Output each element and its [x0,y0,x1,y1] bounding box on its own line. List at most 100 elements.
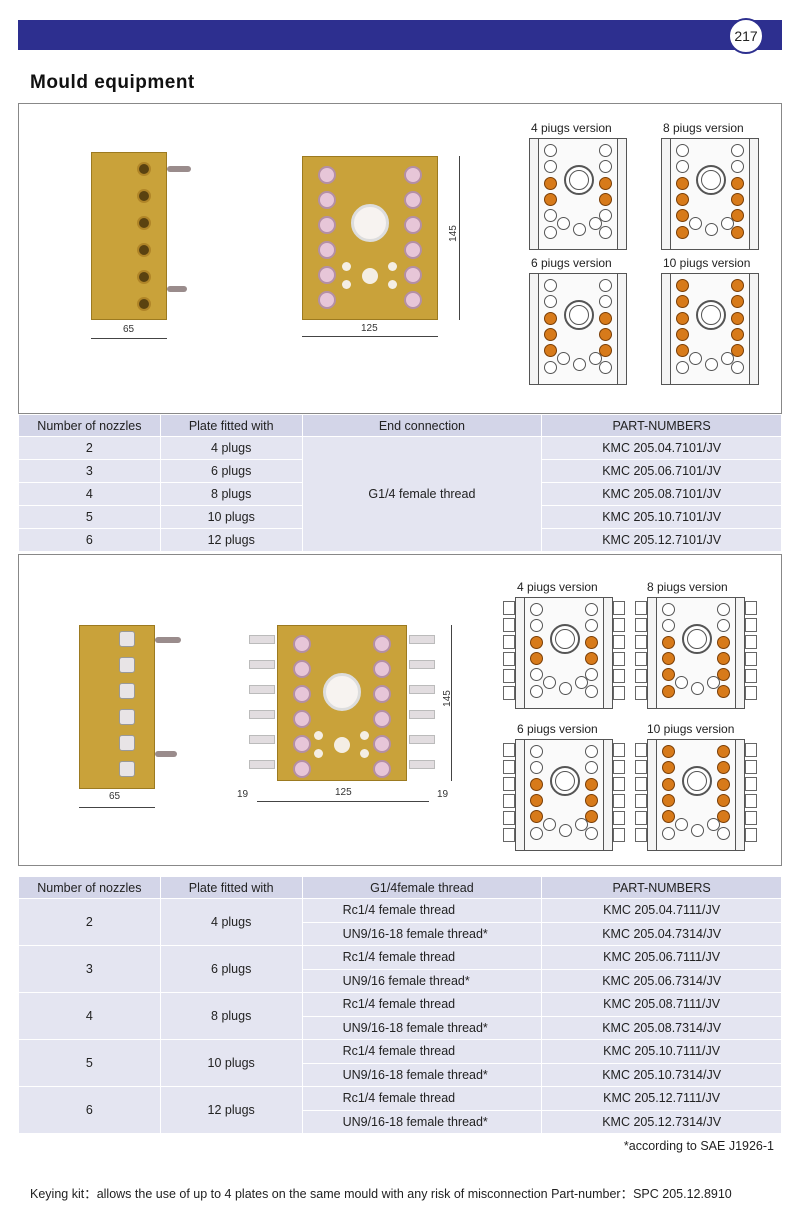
table-cell: KMC 205.10.7111/JV [541,1039,782,1064]
hex-fitting [119,709,135,725]
plug-active [544,176,557,190]
plug-slot [544,225,557,239]
hole [360,731,369,740]
fin [613,635,625,649]
table-row: UN9/16-18 female thread*KMC 205.10.7314/… [19,1062,782,1087]
plug-slot [676,144,689,157]
plug [293,685,311,703]
table-cell: UN9/16-18 female thread* [301,1015,543,1040]
hole [362,268,378,284]
fin [503,601,515,615]
plug [404,191,422,209]
fin [503,686,515,700]
table-cell: KMC 205.10.7101/JV [541,505,782,529]
plug-slot [731,160,744,174]
table-cell: 12 plugs [159,528,303,552]
plug-slot [731,144,744,157]
table-row: UN9/16-18 female thread*KMC 205.08.7314/… [19,1015,782,1040]
plug-slot [599,209,612,223]
table-cell: 8 plugs [159,482,303,506]
table-cell: KMC 205.04.7101/JV [541,436,782,460]
fin [745,618,757,632]
table-cell: 6 plugs [159,945,303,993]
hole [388,262,397,271]
plug-slot [544,279,557,292]
fin [409,760,435,769]
port-hole [137,216,151,230]
plug-active [530,635,543,649]
fin [745,828,757,842]
plug [318,266,336,284]
fin [745,811,757,825]
fin [613,777,625,791]
plug [318,166,336,184]
plug-active [585,777,598,791]
center-port-inner [569,170,589,190]
fin [745,743,757,757]
fin [249,635,275,644]
fin [745,652,757,666]
fin [613,601,625,615]
plug-active [530,652,543,665]
table-cell: KMC 205.12.7111/JV [541,1086,782,1111]
plug-slot [530,745,543,758]
plug [293,760,311,778]
fin [249,710,275,719]
center-port-inner [687,771,707,791]
version-label: 8 piugs version [663,121,744,135]
table-cell: 4 plugs [159,898,303,946]
fin [409,710,435,719]
fin [503,618,515,632]
table-cell: KMC 205.12.7101/JV [541,528,782,552]
col-header: Number of nozzles [18,414,161,437]
plug [404,216,422,234]
plug-active [599,311,612,325]
plate-schematic [647,597,745,709]
plug-slot [544,160,557,174]
hole [557,352,570,365]
fin [249,685,275,694]
dimension-label: 19 [237,789,249,800]
table-cell: 4 [18,482,161,506]
plug-slot [662,603,675,616]
hole [360,749,369,758]
product-figure-2: 65 19 125 19 145 4 piugs version 8 piugs… [18,554,782,866]
dimension-line [91,338,167,339]
dimension-label: 19 [437,789,449,800]
plug-active [731,328,744,341]
table-cell: 2 [18,898,161,946]
plug-active [530,810,543,824]
fin [745,777,757,791]
fin [503,794,515,808]
plug-active [599,328,612,341]
table-cell: 5 [18,505,161,529]
table-cell: G1/4 female thread [301,436,543,552]
table-cell: KMC 205.12.7314/JV [541,1109,782,1134]
plug-slot [530,826,543,840]
plug-slot [599,360,612,374]
plug-active [599,176,612,190]
plug [373,685,391,703]
center-port-inner [701,305,721,325]
version-label: 4 piugs version [531,121,612,135]
plug-slot [544,295,557,309]
table-cell: KMC 205.06.7111/JV [541,945,782,970]
hole [575,676,588,689]
plug-active [662,794,675,807]
fin [409,685,435,694]
fin [635,652,647,666]
hole [559,682,572,695]
plug-active [731,225,744,239]
fin [613,794,625,808]
plug-active [717,761,730,775]
col-header: PART-NUMBERS [541,876,782,899]
center-port-inner [687,629,707,649]
plug-active [731,176,744,190]
table-row: UN9/16-18 female thread*KMC 205.04.7314/… [19,921,782,946]
plug-slot [585,826,598,840]
hole [689,352,702,365]
plug [293,710,311,728]
plug [318,291,336,309]
fin [503,760,515,774]
plug [373,635,391,653]
